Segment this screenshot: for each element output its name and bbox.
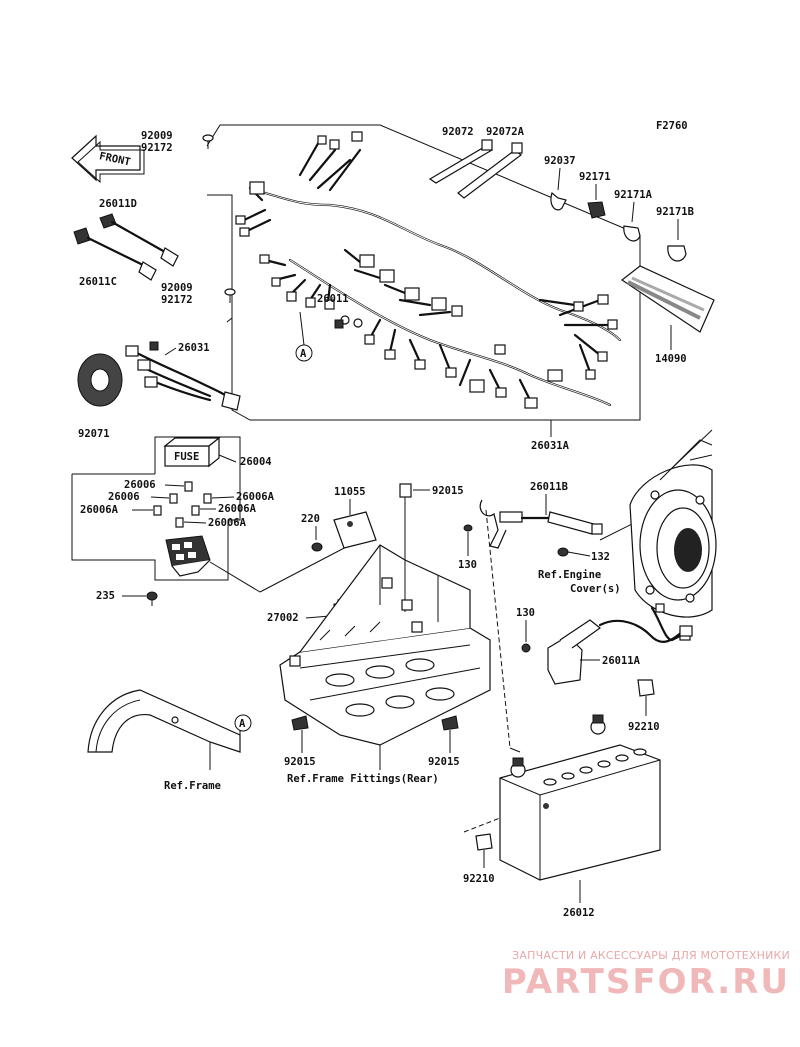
sensor-26011: 26011 [317,293,349,329]
leader-fuse-2 [259,544,351,593]
sensor-26011C: 26011C [73,227,157,288]
sensor-26011D: 26011D [99,198,179,267]
label-92015-right: 92015 [428,756,460,768]
label-92015-top: 92015 [432,485,464,497]
label-26012: 26012 [563,907,595,919]
battery-tray [279,544,491,746]
cable-tie-92072: 92072 [428,126,494,184]
label-26011B: 26011B [530,481,568,493]
sub-harness-26031: 26031 [125,341,241,411]
label-130-lower: 130 [516,607,535,619]
label-92172-mid: 92172 [161,294,193,306]
label-92015-left: 92015 [284,756,316,768]
clamp-92037: 92037 [544,155,576,211]
fuse-box-group: FUSE 26004 26006 26006 26006A 26006A 260… [71,436,275,581]
bolt-92009-mid: 92009 92172 [161,282,236,306]
label-26006A-a: 26006A [236,491,275,503]
clip-92015-left: 92015 [284,715,316,768]
leader-cable-battery-2 [509,747,521,753]
label-220: 220 [301,513,320,525]
label-26006A-c: 26006A [80,504,119,516]
label-26031: 26031 [178,342,210,354]
label-130-top: 130 [458,559,477,571]
battery-26012: 26012 [463,714,661,919]
sensor-26011A: 26011A [547,619,693,685]
label-26011: 26011 [317,293,349,305]
label-26006-b: 26006 [108,491,140,503]
label-26006A-d: 26006A [208,517,247,529]
label-27002: 27002 [267,612,299,624]
bolt-92009-top: 92009 92172 [141,130,214,154]
bolt-130-lower: 130 [516,607,535,653]
ref-engine-cover-1: Ref.Engine [538,569,601,581]
callout-a-label: A [300,348,307,360]
cable-tie-92072A: 92072A [457,126,525,199]
bolt-235: 235 [96,590,158,606]
sensor-26011B: 26011B [479,481,603,549]
label-92009-top: 92009 [141,130,173,142]
label-235: 235 [96,590,115,602]
label-92171A: 92171A [614,189,653,201]
label-92210-right: 92210 [628,721,660,733]
label-26031A: 26031A [531,440,570,452]
label-26011C: 26011C [79,276,117,288]
watermark-tagline: ЗАПЧАСТИ И АКСЕССУАРЫ ДЛЯ МОТОТЕХНИКИ [512,949,790,962]
clamp-92171B: 92171B [656,206,694,262]
ref-frame-fittings: Ref.Frame Fittings(Rear) [287,773,439,785]
label-92171B: 92171B [656,206,694,218]
label-26006A-b: 26006A [218,503,257,515]
label-92071: 92071 [78,428,110,440]
callout-a-frame-label: A [239,718,246,730]
frame-ref: Ref.Frame A [87,689,252,792]
label-92072A: 92072A [486,126,525,138]
front-arrow-icon: FRONT [71,134,145,184]
ref-frame: Ref.Frame [164,780,221,792]
label-group-26031A: 26031A [531,420,570,452]
clamp-92171A: 92171A [614,189,653,242]
figure-code: F2760 [656,120,688,132]
bolt-132: 132 [557,547,610,563]
engine-cover [629,429,717,642]
label-92037: 92037 [544,155,576,167]
main-wire-harness [235,131,622,409]
label-26011D: 26011D [99,198,137,210]
bracket-11055: 11055 [333,486,377,549]
bolt-130-top: 130 [458,524,477,571]
main-harness-outline [206,124,641,421]
clip-92210-right: 92210 [628,679,660,733]
watermark-brand: PARTSFOR.RU [501,962,790,1002]
grommet-92071: 92071 [77,353,123,440]
label-92072: 92072 [442,126,474,138]
label-92171: 92171 [579,171,611,183]
label-26011A: 26011A [602,655,641,667]
clamp-92171: 92171 [579,171,611,219]
ref-engine-cover-2: Cover(s) [570,583,621,595]
clip-92015-top: 92015 [399,483,464,560]
label-26006-a: 26006 [124,479,156,491]
label-132: 132 [591,551,610,563]
fuse-label: FUSE [174,451,199,463]
label-14090: 14090 [655,353,687,365]
clip-92015-right: 92015 [428,715,460,768]
bolt-220: 220 [301,513,323,552]
clip-92210-lower: 92210 [463,833,495,885]
label-92009-mid: 92009 [161,282,193,294]
cover-14090: 14090 [620,265,715,365]
label-11055: 11055 [334,486,366,498]
callout-a-main: A [295,311,313,362]
engine-cover-ref: Ref.Engine Cover(s) [538,519,641,595]
label-92172-top: 92172 [141,142,173,154]
label-26004: 26004 [240,456,272,468]
label-92210-lower: 92210 [463,873,495,885]
leader-fuse [209,561,261,593]
